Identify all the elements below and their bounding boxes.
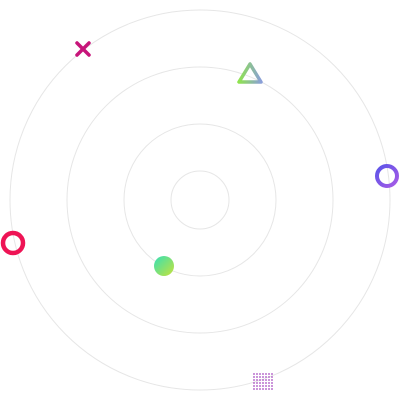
dot-grid-dot <box>265 376 267 378</box>
triangle-outline-icon <box>237 62 263 84</box>
dot-grid-dot <box>265 388 267 390</box>
dot-grid-dot <box>256 376 258 378</box>
dot-grid-dot <box>262 388 264 390</box>
dot-grid-dot <box>262 382 264 384</box>
ring-outline-icon-right <box>375 164 399 188</box>
orbit-rings <box>9 9 391 391</box>
dot-grid-dot <box>265 385 267 387</box>
dot-grid-dot <box>259 379 261 381</box>
dot-grid-dot <box>268 385 270 387</box>
dot-grid-dot <box>259 388 261 390</box>
ring-outline-icon-left <box>0 230 26 256</box>
x-mark-icon <box>75 41 91 57</box>
orbit-ring-outer <box>9 9 391 391</box>
dot-grid-dot <box>256 373 258 375</box>
dot-grid-dot <box>256 388 258 390</box>
dot-grid-dot <box>253 385 255 387</box>
dot-grid-dot <box>262 373 264 375</box>
filled-circle-icon <box>154 256 174 276</box>
dot-grid-dot <box>256 382 258 384</box>
dot-grid-dot <box>271 385 273 387</box>
dot-grid-dot <box>259 382 261 384</box>
dot-grid-dot <box>259 385 261 387</box>
dot-grid-dot <box>253 379 255 381</box>
dot-grid-dot <box>256 379 258 381</box>
dot-grid-dot <box>259 373 261 375</box>
dot-grid-dot <box>253 388 255 390</box>
dot-grid-icon <box>253 373 273 390</box>
dot-grid-dot <box>271 382 273 384</box>
dot-grid-dot <box>271 379 273 381</box>
dot-grid-dot <box>268 376 270 378</box>
dot-grid-dot <box>268 379 270 381</box>
orbit-ring-middle <box>66 66 334 334</box>
dot-grid-dot <box>253 382 255 384</box>
dot-grid-dot <box>271 376 273 378</box>
dot-grid-dot <box>271 388 273 390</box>
dot-grid-dot <box>262 379 264 381</box>
dot-grid-dot <box>262 385 264 387</box>
dot-grid-dot <box>268 388 270 390</box>
dot-grid-dot <box>265 379 267 381</box>
dot-grid-dot <box>265 373 267 375</box>
dot-grid-dot <box>253 376 255 378</box>
dot-grid-dot <box>256 385 258 387</box>
dot-grid-dot <box>262 376 264 378</box>
dot-grid-dot <box>268 373 270 375</box>
dot-grid-dot <box>268 382 270 384</box>
orbit-ring-inner <box>123 123 277 277</box>
dot-grid-dot <box>253 373 255 375</box>
dot-grid-dot <box>265 382 267 384</box>
dot-grid-dot <box>271 373 273 375</box>
dot-grid-dot <box>259 376 261 378</box>
orbit-ring-core <box>170 170 230 230</box>
